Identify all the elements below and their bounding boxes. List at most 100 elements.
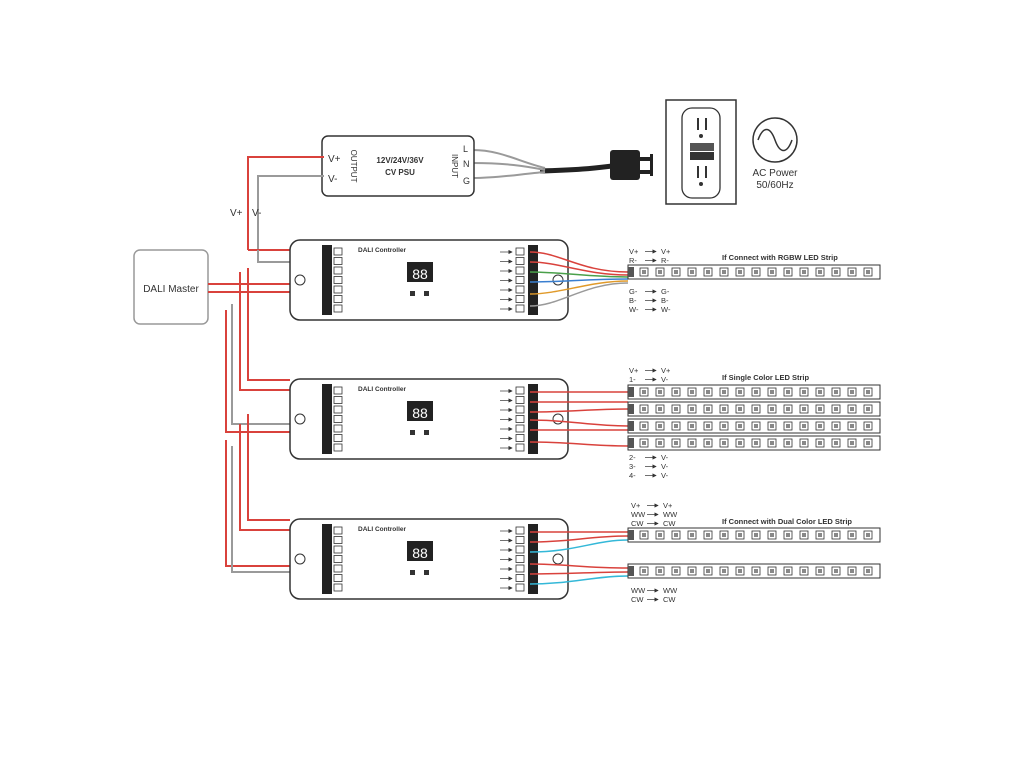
led-die: [786, 533, 790, 537]
led-die: [818, 424, 822, 428]
single-color-strip-3: [627, 418, 881, 434]
right-terminal-screw: [515, 247, 525, 256]
left-terminal-screw: [333, 266, 343, 275]
right-terminal-screw: [515, 415, 525, 423]
led-die: [834, 407, 838, 411]
led-die: [770, 424, 774, 428]
led-die: [850, 441, 854, 445]
led-die: [754, 270, 758, 274]
led-die: [674, 424, 678, 428]
led-die: [658, 407, 662, 411]
led-die: [850, 533, 854, 537]
left-terminal-screw: [333, 434, 343, 442]
led-die: [802, 533, 806, 537]
led-die: [754, 533, 758, 537]
right-terminal-screw: [515, 564, 525, 573]
right-terminal-screw: [515, 266, 525, 275]
led-die: [722, 407, 726, 411]
led-die: [866, 441, 870, 445]
single-color-strip-2: [627, 401, 881, 417]
led-die: [738, 569, 742, 573]
left-terminal-block: [322, 524, 332, 594]
single-color-strip-4: [627, 435, 881, 451]
led-die: [834, 441, 838, 445]
led-die: [642, 270, 646, 274]
led-die: [818, 407, 822, 411]
led-die: [674, 407, 678, 411]
left-terminal-block: [322, 245, 332, 315]
dual-color-strip-top: [627, 527, 881, 543]
rgbw-bottom-from-label: B-: [629, 296, 637, 305]
right-terminal-screw: [515, 257, 525, 265]
rgbw-bottom-to-label: G-: [661, 287, 670, 296]
led-die: [722, 533, 726, 537]
dual-top-from-label: WW: [631, 510, 646, 519]
segment-display: [407, 541, 433, 561]
psu-input-wires: [472, 149, 546, 179]
dual-bottom-from-label: CW: [631, 595, 644, 604]
left-terminal-screw: [333, 276, 343, 284]
led-die: [690, 424, 694, 428]
bus-wiring: [208, 249, 292, 573]
led-die: [866, 533, 870, 537]
ac-sine-icon: [752, 117, 798, 163]
led-die: [642, 390, 646, 394]
led-die: [866, 424, 870, 428]
led-die: [706, 441, 710, 445]
led-die: [738, 390, 742, 394]
led-die: [786, 569, 790, 573]
led-die: [658, 270, 662, 274]
led-die: [802, 407, 806, 411]
left-terminal-screw: [333, 536, 343, 544]
left-terminal-screw: [333, 545, 343, 554]
led-die: [834, 270, 838, 274]
right-terminal-screw: [515, 276, 525, 284]
led-die: [738, 424, 742, 428]
ac-frequency-label: 50/60Hz: [756, 180, 793, 191]
left-terminal-block: [322, 384, 332, 454]
led-die: [754, 407, 758, 411]
led-die: [722, 390, 726, 394]
led-die: [658, 533, 662, 537]
single-top-to-label: V+: [661, 366, 671, 375]
single-output-wires: [529, 391, 629, 447]
controller-3-display: 88: [412, 545, 428, 561]
strip-connector: [628, 530, 634, 540]
dual-bottom-to-label: CW: [663, 595, 676, 604]
led-die: [850, 390, 854, 394]
single-top-to-label: V-: [661, 375, 669, 384]
right-terminal-screw: [515, 434, 525, 442]
rgbw-strip-title: If Connect with RGBW LED Strip: [722, 253, 838, 262]
right-terminal-screw: [515, 536, 525, 544]
right-terminal-screw: [515, 295, 525, 303]
psu-output-wires: [247, 156, 324, 250]
led-die: [818, 270, 822, 274]
left-terminal-screw: [333, 386, 343, 395]
psu-output-label: OUTPUT: [349, 150, 358, 183]
left-terminal-screw: [333, 405, 343, 414]
psu-subtitle: CV PSU: [385, 168, 415, 177]
led-die: [706, 569, 710, 573]
rgbw-top-from-label: R-: [629, 256, 637, 265]
strip-connector: [628, 566, 634, 576]
single-top-from-label: V+: [629, 366, 639, 375]
single-color-strip-1: [627, 384, 881, 400]
control-button: [424, 291, 429, 296]
led-die: [866, 270, 870, 274]
led-die: [690, 441, 694, 445]
led-die: [738, 533, 742, 537]
bus-v-plus-label: V+: [230, 208, 243, 219]
led-die: [690, 407, 694, 411]
segment-display: [407, 401, 433, 421]
left-terminal-screw: [333, 396, 343, 404]
single-bottom-to-label: V-: [661, 471, 669, 480]
led-die: [706, 390, 710, 394]
psu-box: [321, 135, 475, 197]
controller-2-terminals: [322, 384, 538, 454]
dali-master-label: DALI Master: [143, 284, 199, 295]
left-terminal-screw: [333, 285, 343, 294]
led-die: [754, 441, 758, 445]
rgbw-bottom-to-label: W-: [661, 305, 671, 314]
control-button: [424, 570, 429, 575]
led-die: [818, 569, 822, 573]
